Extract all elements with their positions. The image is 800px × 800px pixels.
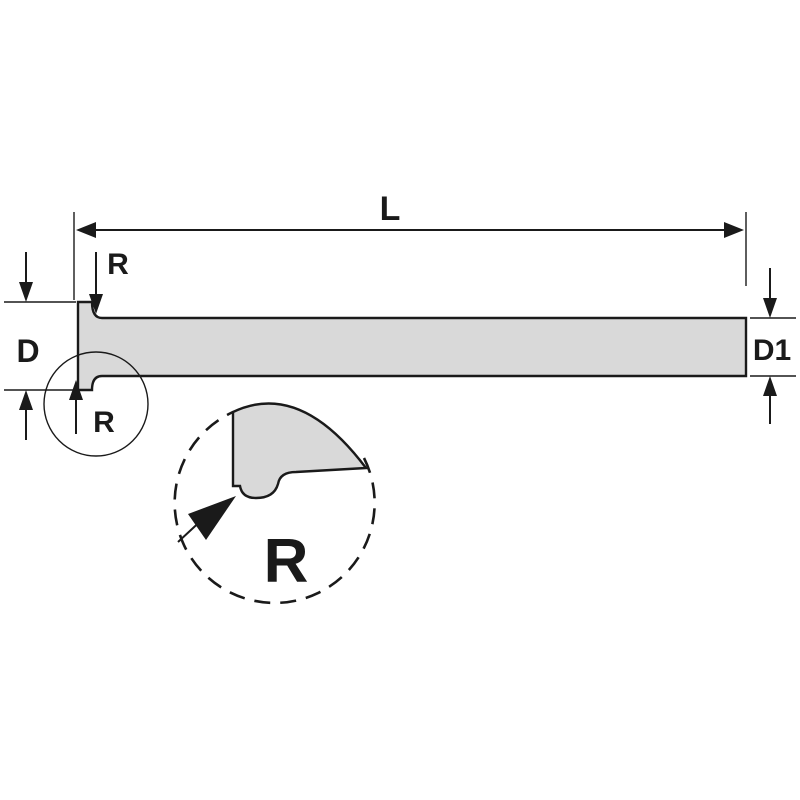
head-diameter-dimension: D — [4, 252, 76, 440]
radius-top-label: R — [107, 248, 129, 281]
detail-radius-label: R — [264, 527, 309, 596]
head-diameter-arrow-top — [19, 282, 33, 302]
detail-part-section — [231, 402, 369, 500]
radius-bottom-arrow — [69, 380, 83, 400]
radius-bottom-label: R — [93, 406, 115, 439]
shank-diameter-arrow-top — [763, 298, 777, 318]
shank-diameter-dimension: D1 — [750, 268, 796, 424]
detail-dashed-circle — [173, 410, 376, 605]
radius-callout-top: R — [89, 248, 129, 314]
pin-body — [76, 300, 748, 392]
radius-callout-bottom: R — [69, 380, 115, 439]
shank-diameter-label: D1 — [753, 334, 791, 367]
length-arrow-left — [76, 222, 96, 238]
length-dimension: L — [73, 190, 747, 300]
length-arrow-right — [724, 222, 744, 238]
fillet-detail-view: R — [173, 402, 376, 605]
detail-radius-arrow — [188, 496, 236, 540]
radius-top-arrow — [89, 294, 103, 314]
head-diameter-arrow-bottom — [19, 390, 33, 410]
detail-marker-circle — [43, 351, 149, 457]
head-diameter-label: D — [16, 333, 39, 369]
length-label: L — [380, 190, 401, 228]
shank-diameter-arrow-bottom — [763, 376, 777, 396]
